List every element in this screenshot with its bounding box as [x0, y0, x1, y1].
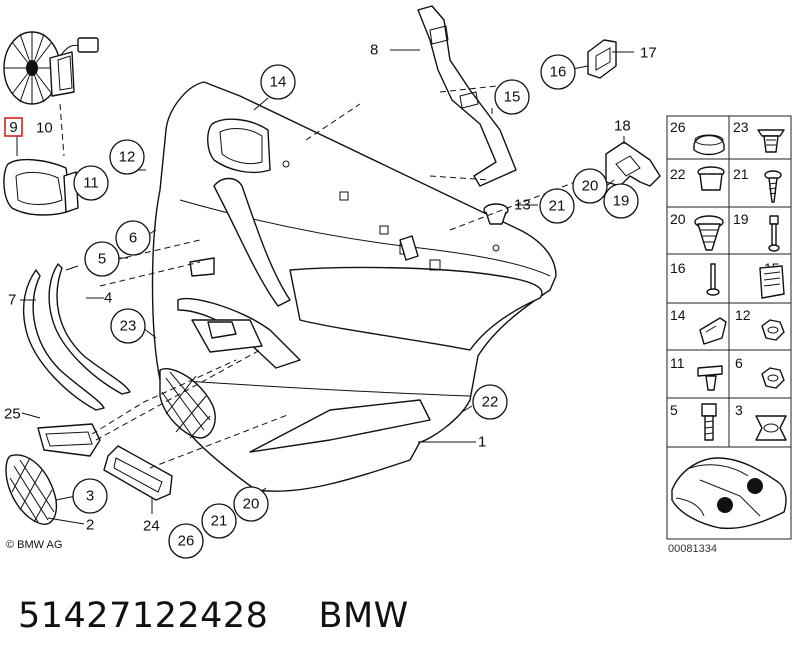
svg-text:23: 23 [120, 318, 137, 335]
callout-20b: 20 [233, 486, 269, 522]
label-18: 18 [614, 118, 631, 135]
callout-26: 26 [168, 523, 204, 559]
label-8: 8 [370, 42, 378, 59]
callout-6: 6 [115, 220, 151, 256]
svg-text:11: 11 [670, 355, 685, 371]
connector-lines [59, 83, 597, 469]
bracket-part-8 [417, 5, 517, 187]
label-2: 2 [86, 517, 94, 534]
spring-clip-icon [755, 415, 787, 441]
label-25: 25 [4, 406, 21, 423]
brand-name: BMW [318, 596, 409, 636]
bracket-part-16 [587, 39, 617, 79]
svg-text:16: 16 [670, 260, 686, 276]
svg-text:5: 5 [98, 251, 106, 268]
parts-diagram: 14 16 15 12 11 20 19 21 6 5 23 22 3 20 2… [3, 5, 792, 559]
callout-23: 23 [110, 308, 146, 344]
bracket-part-18 [605, 141, 661, 187]
svg-text:22: 22 [670, 166, 686, 182]
svg-text:16: 16 [550, 64, 567, 81]
svg-text:6: 6 [735, 355, 743, 371]
block-fastener-icon [759, 265, 785, 299]
svg-text:21: 21 [549, 198, 566, 215]
part-number: 51427122428 [18, 596, 269, 636]
expansion-rivet-icon [697, 166, 725, 191]
caption: 51427122428 BMW [18, 580, 409, 652]
clip-part-13 [483, 203, 509, 225]
callout-21b: 21 [201, 503, 237, 539]
svg-text:3: 3 [735, 402, 743, 418]
svg-text:21: 21 [211, 513, 228, 530]
callout-20a: 20 [572, 168, 608, 204]
svg-text:19: 19 [613, 193, 630, 210]
callout-11: 11 [73, 165, 109, 201]
callout-5: 5 [84, 241, 120, 277]
svg-text:20: 20 [243, 496, 260, 513]
callout-3: 3 [72, 478, 108, 514]
svg-text:6: 6 [129, 230, 137, 247]
car-location-thumbnail [671, 457, 787, 530]
callout-12: 12 [109, 139, 145, 175]
label-4: 4 [104, 290, 112, 307]
nut-icon [761, 319, 785, 341]
svg-text:19: 19 [733, 211, 749, 227]
speaker-grille-part-2 [5, 454, 58, 525]
svg-text:22: 22 [482, 394, 499, 411]
callout-9-highlighted: 9 [4, 117, 23, 137]
tree-clip-icon [694, 215, 724, 251]
speaker-part-10 [3, 31, 99, 105]
label-7: 7 [8, 292, 16, 309]
svg-text:21: 21 [733, 166, 749, 182]
hex-bolt-icon [701, 403, 717, 441]
svg-text:15: 15 [504, 89, 521, 106]
handle-part-11 [3, 158, 79, 216]
svg-text:3: 3 [86, 488, 94, 505]
label-1: 1 [478, 434, 486, 451]
svg-text:11: 11 [83, 175, 99, 192]
callout-16: 16 [540, 54, 576, 90]
svg-text:14: 14 [270, 74, 287, 91]
callout-19: 19 [603, 183, 639, 219]
trim-strip-parts [22, 263, 131, 411]
bolt-icon [768, 215, 780, 252]
svg-text:9: 9 [9, 119, 17, 136]
svg-text:20: 20 [582, 178, 599, 195]
callout-22: 22 [472, 384, 508, 420]
callout-15: 15 [494, 79, 530, 115]
svg-text:20: 20 [670, 211, 686, 227]
screw-icon [764, 170, 782, 203]
callout-14: 14 [260, 64, 296, 100]
svg-text:12: 12 [119, 149, 136, 166]
svg-text:23: 23 [733, 119, 749, 135]
pocket-part-25 [37, 423, 101, 457]
svg-text:26: 26 [670, 119, 686, 135]
svg-text:12: 12 [735, 307, 751, 323]
label-17: 17 [640, 45, 657, 62]
svg-text:5: 5 [670, 402, 678, 418]
copyright-text: © BMW AG [6, 539, 62, 551]
cap-fastener-icon [693, 134, 725, 156]
svg-text:26: 26 [178, 533, 195, 550]
hex-nut-icon [761, 367, 785, 389]
pin-icon [706, 263, 720, 296]
label-24: 24 [143, 518, 160, 535]
label-10: 10 [36, 120, 53, 137]
reference-number: 00081334 [668, 543, 717, 555]
tray-part-24 [103, 445, 173, 501]
t-clip-icon [697, 365, 723, 391]
push-clip-icon [757, 129, 785, 153]
callout-21a: 21 [539, 188, 575, 224]
bracket-clip-icon [699, 317, 727, 345]
fastener-grid: 26 23 22 21 20 19 [666, 115, 792, 540]
label-13: 13 [514, 197, 531, 214]
svg-text:14: 14 [670, 307, 686, 323]
